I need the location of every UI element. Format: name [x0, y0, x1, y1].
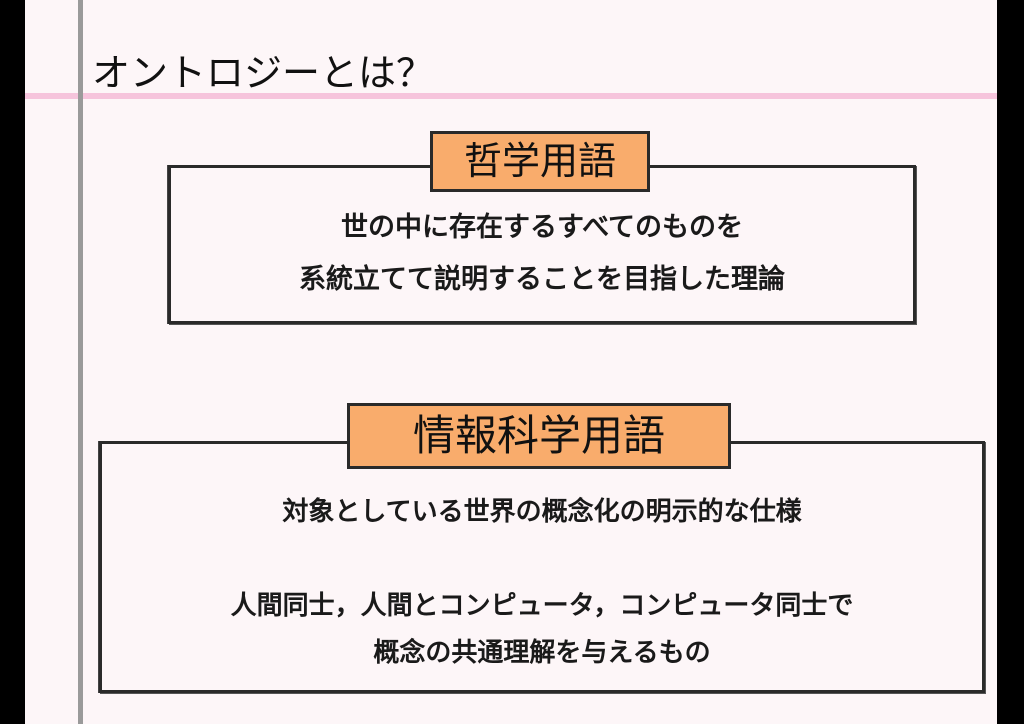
philosophy-term-label: 哲学用語	[430, 131, 650, 192]
information-science-term-label: 情報科学用語	[347, 403, 731, 469]
slide-title: オントロジーとは？	[92, 51, 435, 95]
information-science-definition-line-2: 人間同士，人間とコンピュータ，コンピュータ同士で	[230, 591, 854, 621]
information-science-definition-line-3: 概念の共通理解を与えるもの	[373, 638, 711, 668]
notebook-paper-background	[25, 0, 997, 724]
philosophy-definition-line-1: 世の中に存在するすべてのものを	[340, 212, 744, 243]
information-science-definition-line-1: 対象としている世界の概念化の明示的な仕様	[282, 497, 802, 527]
header-rule-line	[25, 93, 997, 99]
margin-line	[78, 0, 83, 724]
philosophy-definition-line-2: 系統立てて説明することを目指した理論	[299, 264, 785, 295]
